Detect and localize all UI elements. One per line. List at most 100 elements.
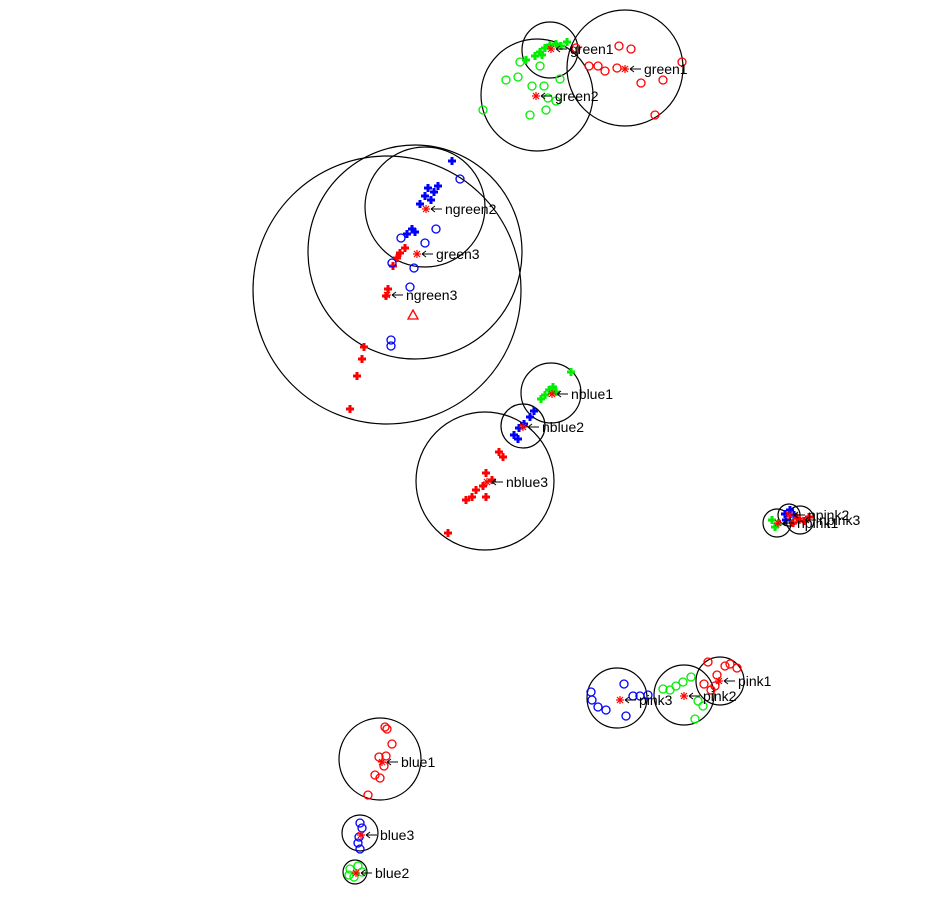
cluster-circle-green3	[307, 144, 523, 360]
point-14-2-circle-marker	[593, 702, 603, 712]
point-4-2-plus-marker	[393, 254, 401, 262]
label-text-nblue2: nblue2	[542, 419, 584, 435]
label-text-green1: green1	[570, 41, 614, 57]
point-16-3-circle-marker	[353, 838, 363, 848]
label-nblue1: nblue1	[556, 386, 613, 402]
label-pink2: pink2	[688, 688, 737, 704]
point-3-10-circle-marker	[455, 174, 465, 184]
label-ngreen2: ngreen2	[430, 201, 497, 217]
point-5-7-circle-marker	[386, 341, 396, 351]
label-npink3: npink3	[804, 512, 860, 528]
point-15-4-circle-marker	[381, 751, 391, 761]
point-3-0-plus-marker	[448, 157, 456, 165]
label-text-ngreen2: ngreen2	[445, 201, 497, 217]
point-3-5-plus-marker	[416, 200, 424, 208]
label-blue2: blue2	[360, 865, 409, 881]
label-text-blue1: blue1	[401, 754, 435, 770]
point-3-9-plus-marker	[411, 228, 419, 236]
point-1-0-circle-marker	[571, 43, 581, 53]
point-5-3-plus-marker	[358, 355, 366, 363]
label-npink2: npink2	[793, 507, 849, 523]
point-6-0-plus-marker	[567, 368, 575, 376]
point-8-4-plus-marker	[479, 482, 487, 490]
point-15-6-circle-marker	[370, 770, 380, 780]
point-2-3-circle-marker	[527, 81, 537, 91]
point-4-4-circle-marker	[387, 258, 397, 268]
point-12-2-circle-marker	[732, 663, 742, 673]
point-17-2-circle-marker	[357, 867, 367, 877]
point-14-4-circle-marker	[619, 679, 629, 689]
point-5-6-circle-marker	[386, 335, 396, 345]
point-0-7-plus-marker	[563, 38, 571, 46]
point-2-4-circle-marker	[539, 81, 549, 91]
point-5-2-plus-marker	[360, 343, 368, 351]
point-1-5-circle-marker	[626, 44, 636, 54]
label-text-blue2: blue2	[375, 865, 409, 881]
cluster-circle-pink3	[586, 667, 648, 729]
cluster-circle-green1	[566, 9, 684, 127]
point-1-1-circle-marker	[584, 61, 594, 71]
point-15-0-circle-marker	[380, 722, 390, 732]
centroid-star-9	[774, 519, 782, 527]
point-1-4-circle-marker	[614, 41, 624, 51]
centroid-star-5	[383, 291, 391, 299]
cluster-circle-blue1	[338, 717, 422, 801]
centroid-star-6	[548, 390, 556, 398]
label-text-npink2: npink2	[808, 507, 849, 523]
point-10-1-plus-marker	[786, 506, 794, 514]
point-5-5-plus-marker	[346, 405, 354, 413]
cluster-circle-ngreen3	[252, 155, 522, 425]
point-16-1-circle-marker	[357, 823, 367, 833]
point-8-7-plus-marker	[482, 493, 490, 501]
label-text-green1: green1	[644, 61, 688, 77]
point-7-1-plus-marker	[526, 413, 534, 421]
point-0-5-plus-marker	[552, 40, 560, 48]
label-ngreen3: ngreen3	[391, 287, 458, 303]
point-8-2-plus-marker	[482, 469, 490, 477]
centroid-star-3	[422, 205, 430, 213]
point-4-3-plus-marker	[389, 262, 397, 270]
label-green3: green3	[421, 246, 480, 262]
label-text-green2: green2	[555, 88, 599, 104]
point-13-5-circle-marker	[693, 696, 703, 706]
cluster-circle-nblue3	[415, 411, 555, 551]
point-6-5-plus-marker	[537, 395, 545, 403]
point-15-7-circle-marker	[375, 773, 385, 783]
point-17-0-circle-marker	[345, 864, 355, 874]
point-4-1-plus-marker	[401, 244, 409, 252]
point-14-1-circle-marker	[587, 695, 597, 705]
label-text-pink2: pink2	[703, 688, 737, 704]
point-8-0-plus-marker	[495, 448, 503, 456]
cluster-circle-blue2	[342, 859, 368, 885]
point-0-1-plus-marker	[531, 52, 539, 60]
label-text-green3: green3	[436, 246, 480, 262]
label-text-ngreen3: ngreen3	[406, 287, 458, 303]
centroid-star-8	[483, 478, 491, 486]
point-13-6-circle-marker	[698, 701, 708, 711]
centroid-star-17	[352, 869, 360, 877]
label-pink1: pink1	[723, 673, 772, 689]
point-2-2-circle-marker	[513, 72, 523, 82]
point-13-3-circle-marker	[678, 677, 688, 687]
cluster-circle-nblue2	[500, 403, 546, 449]
point-0-8-plus-marker	[538, 51, 546, 59]
label-text-nblue3: nblue3	[506, 474, 548, 490]
point-2-11-circle-marker	[535, 61, 545, 71]
cluster-circle-pink1	[695, 656, 745, 706]
label-text-blue3: blue3	[380, 827, 414, 843]
centroid-star-0	[547, 45, 555, 53]
point-2-6-circle-marker	[543, 93, 553, 103]
centroid-star-7	[519, 423, 527, 431]
centroid-star-14	[616, 696, 624, 704]
label-green1: green1	[555, 41, 614, 57]
cluster-circles	[252, 9, 815, 885]
point-8-6-plus-marker	[468, 493, 476, 501]
point-8-9-plus-marker	[444, 529, 452, 537]
point-2-9-circle-marker	[525, 110, 535, 120]
label-nblue2: nblue2	[527, 419, 584, 435]
label-text-npink1: npink1	[797, 515, 838, 531]
point-14-3-circle-marker	[601, 705, 611, 715]
label-nblue3: nblue3	[491, 474, 548, 490]
label-text-npink3: npink3	[819, 512, 860, 528]
